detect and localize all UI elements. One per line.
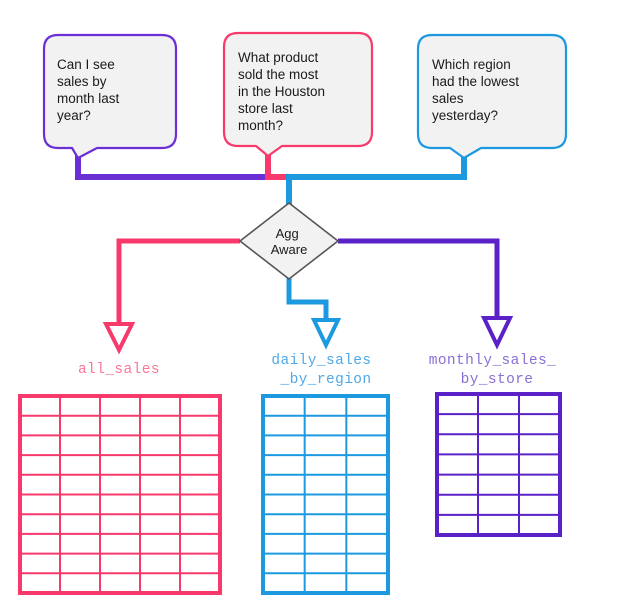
table-label-daily-sales-by-region: daily_sales _by_region [271, 353, 380, 388]
question-bubble-text-1: Can I see sales by month last year? [57, 57, 123, 123]
arrowhead-purple-monthly-sales [480, 316, 514, 350]
table-outer-border [435, 392, 562, 537]
agg-aware-decision-node[interactable]: Agg Aware [238, 201, 340, 281]
bubble-shape-blue [416, 33, 568, 160]
connector-purple-node-to-monthly-sales [338, 238, 500, 318]
connector-pink-node-to-all-sales [116, 238, 240, 324]
question-bubble-text-3: Which region had the lowest sales yester… [432, 57, 523, 123]
question-bubble-lowest-region[interactable]: Which region had the lowest sales yester… [416, 33, 568, 160]
bubble-shape-pink [222, 31, 374, 158]
connector-blue-node-to-daily-sales [286, 277, 329, 320]
agg-aware-node-label: Agg Aware [271, 226, 308, 257]
table-grid-daily-sales-by-region[interactable] [261, 394, 390, 595]
bubble-shape-purple [42, 33, 178, 160]
connector-blue-question-to-node [286, 155, 467, 205]
table-grid-monthly-sales-by-store[interactable] [435, 392, 562, 537]
arrowhead-blue-daily-sales [310, 318, 342, 350]
question-bubble-month-sales[interactable]: Can I see sales by month last year? [42, 33, 178, 160]
table-grid-all-sales[interactable] [18, 394, 222, 595]
output-connector-group [102, 238, 514, 355]
table-label-monthly-sales-by-store: monthly_sales_ by_store [429, 353, 566, 388]
table-label-all-sales: all_sales [78, 362, 160, 378]
connector-pink-question-to-node [265, 152, 291, 180]
arrowhead-pink-all-sales [102, 322, 136, 355]
connector-bus-group [75, 152, 467, 205]
diamond-shape [238, 201, 340, 281]
connector-purple-question-to-node [75, 155, 268, 180]
question-bubble-text-2: What product sold the most in the Housto… [238, 50, 329, 133]
question-bubble-houston-product[interactable]: What product sold the most in the Housto… [222, 31, 374, 158]
